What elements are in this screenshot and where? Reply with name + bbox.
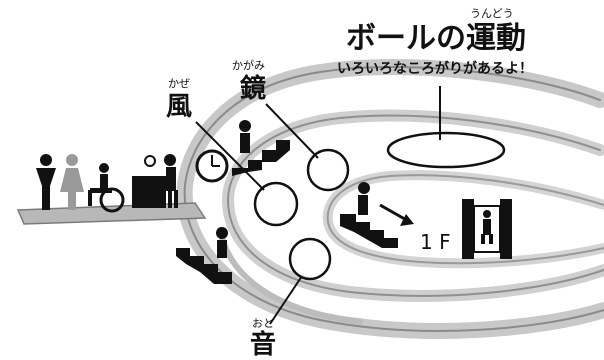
ball-exhibit-marker[interactable] (386, 131, 506, 169)
wind-label: 風 (166, 92, 193, 122)
restroom-male-icon (36, 154, 56, 210)
wind-ruby: かぜ (168, 77, 190, 90)
arrow-to-1f-icon (379, 203, 414, 226)
ball-ruby: うんどう (470, 7, 514, 20)
ball-title: ボールの運動 (346, 21, 526, 56)
ball-subtitle: いろいろなころがりがあるよ！ (337, 61, 533, 77)
mirror-exhibit-marker[interactable] (306, 148, 350, 192)
wheelchair-icon (88, 163, 125, 213)
mirror-ruby: かがみ (232, 59, 265, 72)
mirror-leader-line (265, 103, 319, 159)
ramp-band-inner-edge (326, 174, 604, 265)
wind-exhibit-marker[interactable] (253, 181, 299, 227)
elevator-icon (462, 199, 512, 259)
wind-leader-line (195, 121, 265, 191)
escalator-upper-icon (232, 120, 290, 176)
clock-icon (195, 149, 229, 183)
restroom-female-icon (60, 154, 84, 210)
reception-desk-icon (132, 154, 178, 208)
escalator-lower-icon (176, 227, 232, 284)
sound-leader-line (269, 275, 303, 325)
sound-label: 音 (250, 330, 277, 360)
floor-label: 1 F (420, 230, 451, 254)
ramp-band-middle-edge (226, 114, 604, 297)
mirror-label: 鏡 (240, 74, 267, 104)
escalator-1f-icon (340, 182, 398, 248)
ramp-band-outer-edge (183, 66, 604, 332)
sound-ruby: おと (252, 317, 274, 330)
sound-exhibit-marker[interactable] (288, 237, 332, 281)
